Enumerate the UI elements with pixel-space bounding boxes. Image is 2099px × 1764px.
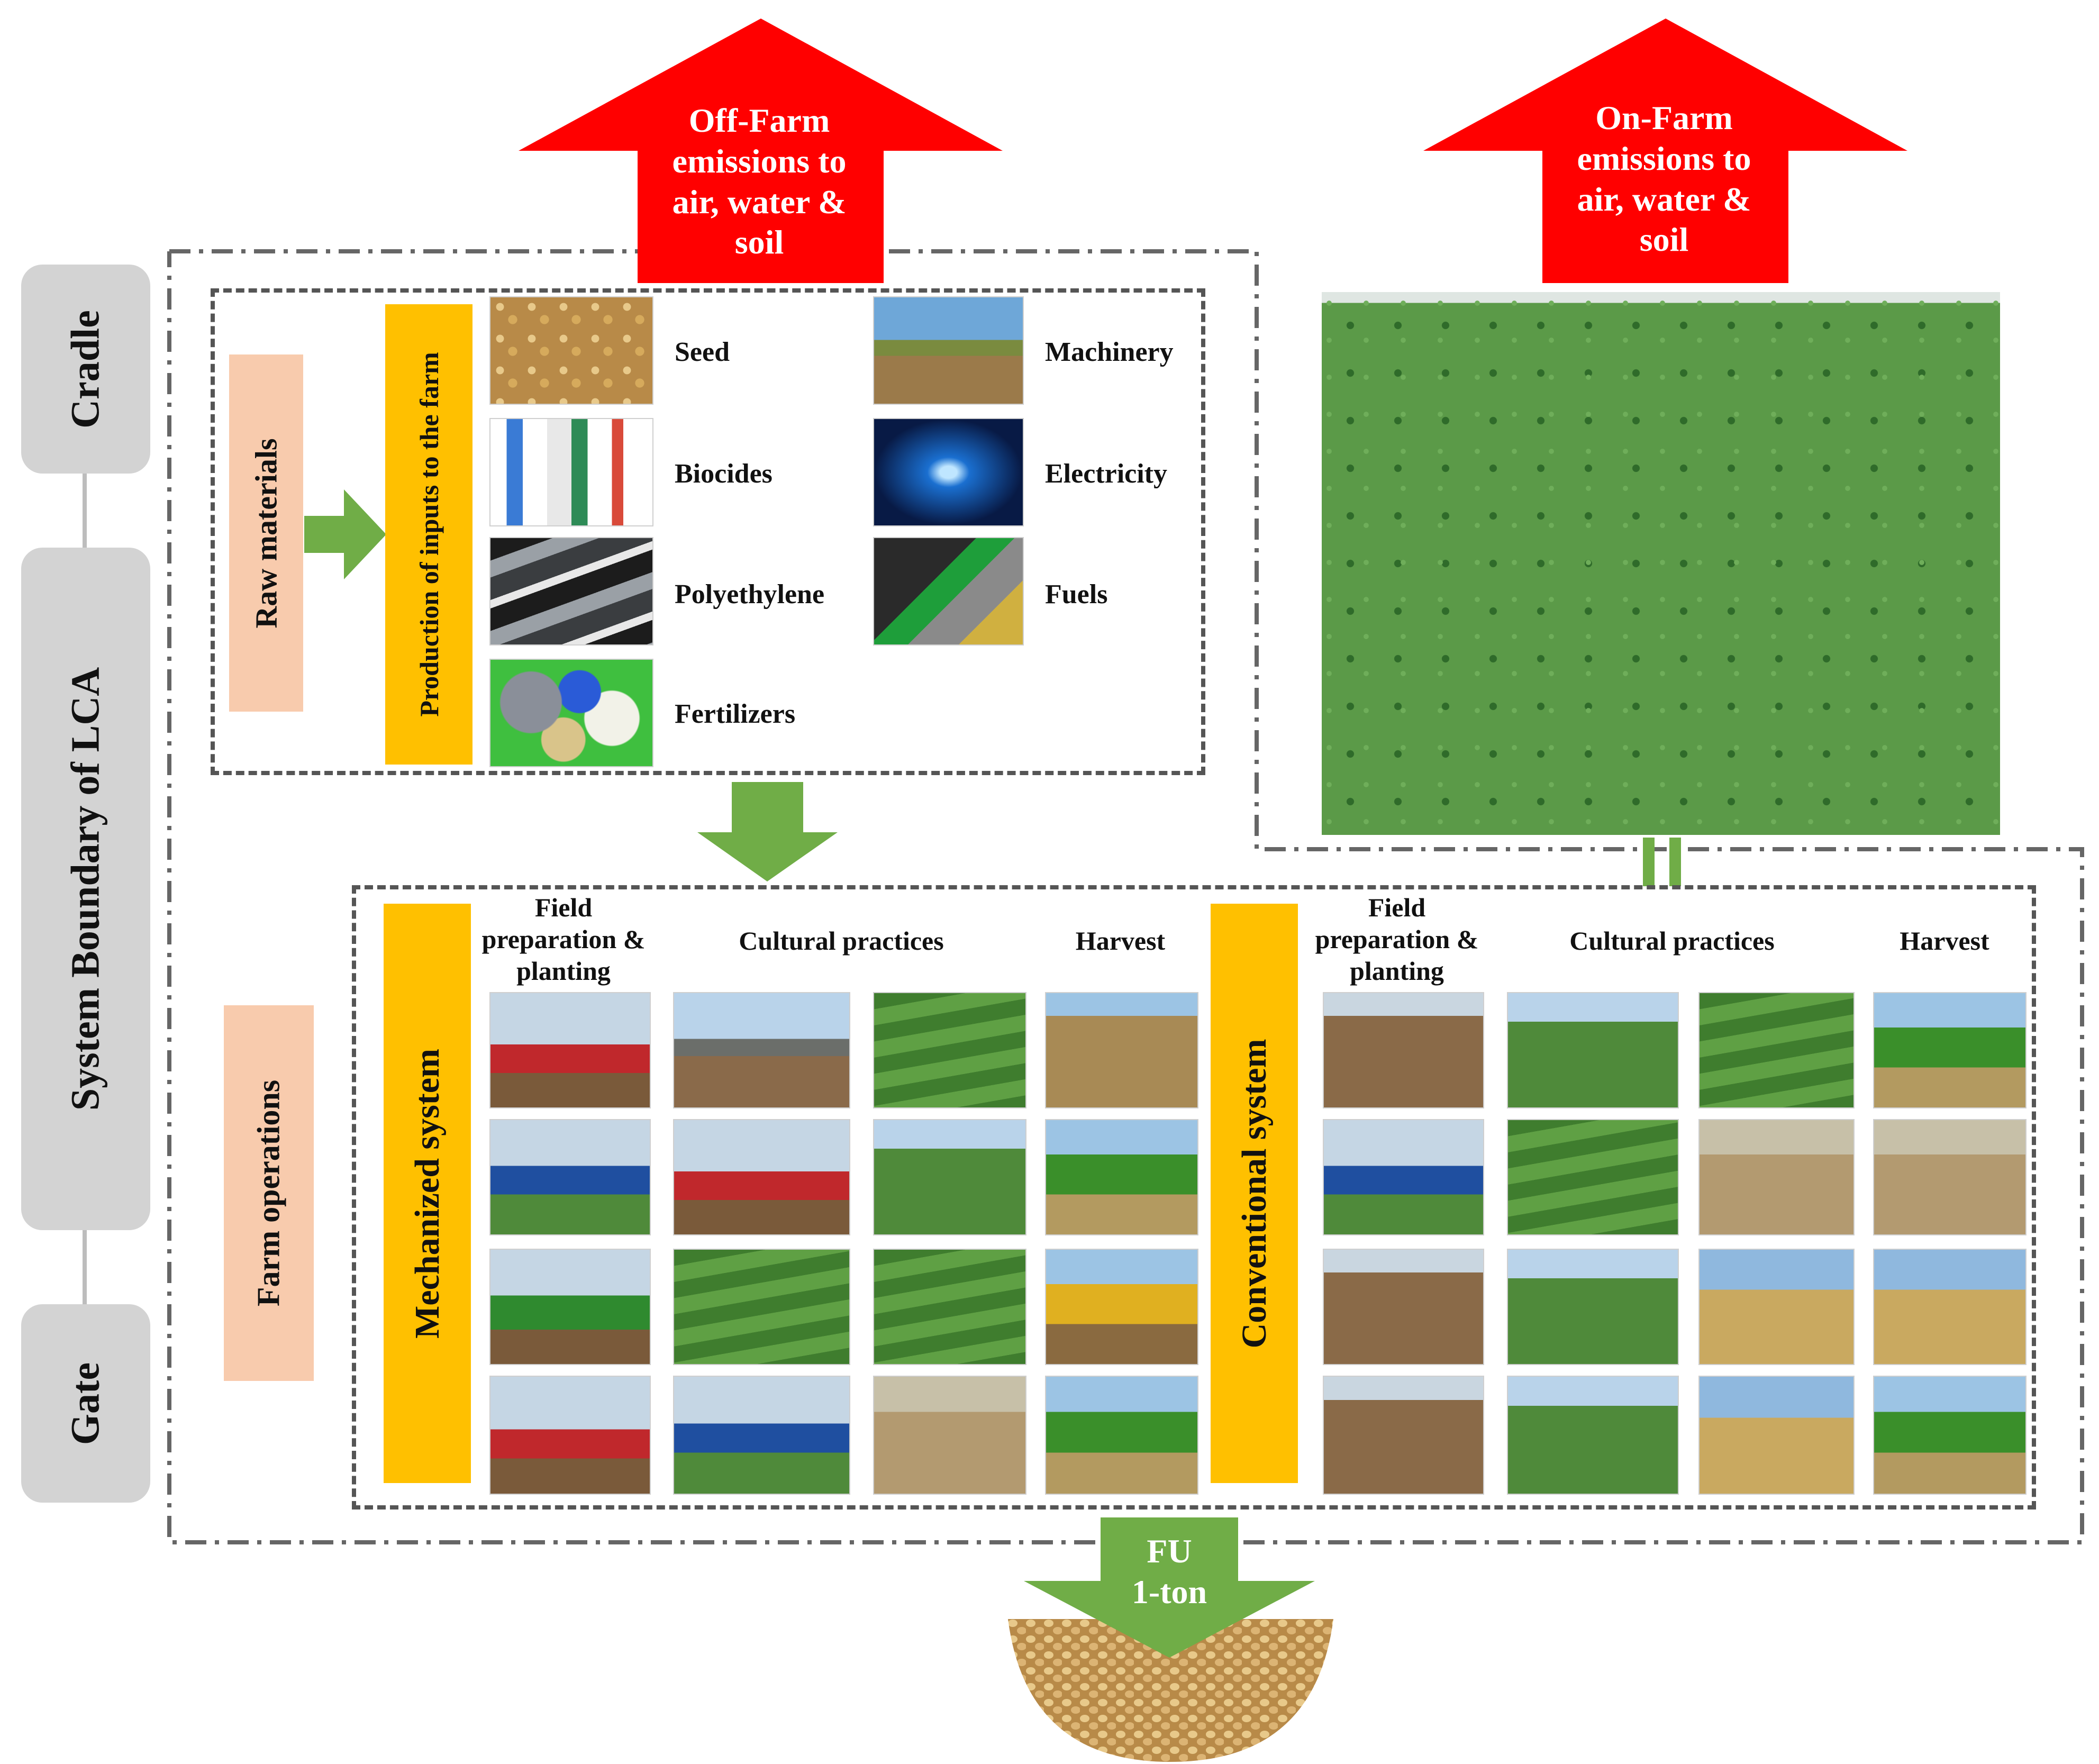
- machinery-label: Machinery: [1045, 337, 1174, 367]
- mech-cultural-photo-6: [873, 1119, 1026, 1235]
- conv-cultural-photo-1: [1507, 992, 1679, 1108]
- conv-cultural-photo-7: [1698, 1249, 1855, 1365]
- polyethylene-photo: [489, 537, 653, 645]
- inputs-box: [211, 288, 1205, 775]
- raw-materials-label: Raw materials: [249, 438, 284, 629]
- machinery-photo: [873, 296, 1024, 405]
- stage-cradle: Cradle: [21, 265, 150, 474]
- mech-cultural-header: Cultural practices: [739, 926, 944, 956]
- mech-harvest-photo-2: [1045, 1119, 1198, 1235]
- biocides-photo: [489, 418, 653, 526]
- polyethylene-label: Polyethylene: [675, 579, 825, 610]
- conv-cultural-photo-8: [1698, 1376, 1855, 1495]
- seed-label: Seed: [675, 337, 730, 367]
- biocides-label: Biocides: [675, 459, 773, 489]
- conv-prep-photo-1: [1323, 992, 1484, 1108]
- fu-quantity-label: 1-ton: [1131, 1573, 1207, 1611]
- off-farm-emission-label: Off-Farm emissions to air, water & soil: [672, 102, 847, 261]
- soybean-pile-image: [1008, 1619, 1333, 1762]
- conv-harvest-photo-1: [1873, 992, 2027, 1108]
- electricity-label: Electricity: [1045, 459, 1167, 489]
- conv-field-prep-header: Field preparation & planting: [1315, 893, 1479, 986]
- stage-system-boundary: System Boundary of LCA: [21, 548, 150, 1230]
- mech-prep-photo-3: [489, 1249, 651, 1365]
- mech-cultural-photo-1: [673, 992, 850, 1108]
- farm-operations-label: Farm operations: [251, 1079, 286, 1307]
- conv-prep-photo-4: [1323, 1376, 1484, 1495]
- conv-harvest-photo-4: [1873, 1376, 2027, 1495]
- fuels-label: Fuels: [1045, 579, 1108, 610]
- conv-prep-photo-2: [1323, 1119, 1484, 1235]
- mechanized-system-label: Mechanized system: [407, 1048, 447, 1339]
- conv-harvest-header: Harvest: [1900, 926, 1989, 956]
- conv-cultural-photo-4: [1507, 1376, 1679, 1495]
- stage-gate: Gate: [21, 1304, 150, 1503]
- fu-output-arrow: [1024, 1517, 1315, 1658]
- farm-operations-box: Farm operations: [224, 1005, 314, 1381]
- conv-cultural-photo-3: [1507, 1249, 1679, 1365]
- conv-cultural-photo-5: [1698, 992, 1855, 1108]
- conv-harvest-photo-3: [1873, 1249, 2027, 1365]
- mech-harvest-header: Harvest: [1075, 926, 1166, 956]
- soybean-field-photo: [1322, 292, 2000, 835]
- mech-cultural-photo-8: [873, 1376, 1026, 1495]
- mech-cultural-photo-2: [673, 1119, 850, 1235]
- production-inputs-box: Production of inputs to the farm: [385, 304, 472, 765]
- mech-harvest-photo-4: [1045, 1376, 1198, 1495]
- mech-prep-photo-1: [489, 992, 651, 1108]
- conv-prep-photo-3: [1323, 1249, 1484, 1365]
- production-inputs-label: Production of inputs to the farm: [414, 352, 444, 717]
- mech-harvest-photo-3: [1045, 1249, 1198, 1365]
- seed-photo: [489, 296, 653, 405]
- fertilizers-photo: [489, 659, 653, 767]
- mech-prep-photo-4: [489, 1376, 651, 1495]
- field-link-bar-left: [1643, 838, 1655, 886]
- off-farm-emission-arrow: [519, 19, 1003, 283]
- operations-box: [352, 885, 2036, 1510]
- raw-materials-box: Raw materials: [229, 354, 303, 712]
- mech-prep-photo-2: [489, 1119, 651, 1235]
- conv-cultural-header: Cultural practices: [1569, 926, 1775, 956]
- conventional-system-label: Conventional system: [1234, 1039, 1274, 1348]
- fu-label: FU: [1147, 1532, 1192, 1570]
- on-farm-emission-label: On-Farm emissions to air, water & soil: [1577, 99, 1751, 259]
- conv-harvest-photo-2: [1873, 1119, 2027, 1235]
- conv-cultural-photo-2: [1507, 1119, 1679, 1235]
- inputs-to-operations-arrow: [697, 782, 838, 881]
- mech-cultural-photo-7: [873, 1249, 1026, 1365]
- mech-field-prep-header: Field preparation & planting: [481, 893, 646, 986]
- fertilizers-label: Fertilizers: [675, 699, 796, 729]
- on-farm-emission-arrow: [1423, 19, 1907, 283]
- mech-cultural-photo-4: [673, 1376, 850, 1495]
- conv-cultural-photo-6: [1698, 1119, 1855, 1235]
- raw-to-production-arrow: [304, 489, 386, 579]
- fuels-photo: [873, 537, 1024, 645]
- mech-cultural-photo-5: [873, 992, 1026, 1108]
- electricity-photo: [873, 418, 1024, 526]
- conventional-system-box: Conventional system: [1211, 904, 1298, 1483]
- mech-cultural-photo-3: [673, 1249, 850, 1365]
- field-link-bar-right: [1669, 838, 1681, 886]
- mechanized-system-box: Mechanized system: [384, 904, 471, 1483]
- mech-harvest-photo-1: [1045, 992, 1198, 1108]
